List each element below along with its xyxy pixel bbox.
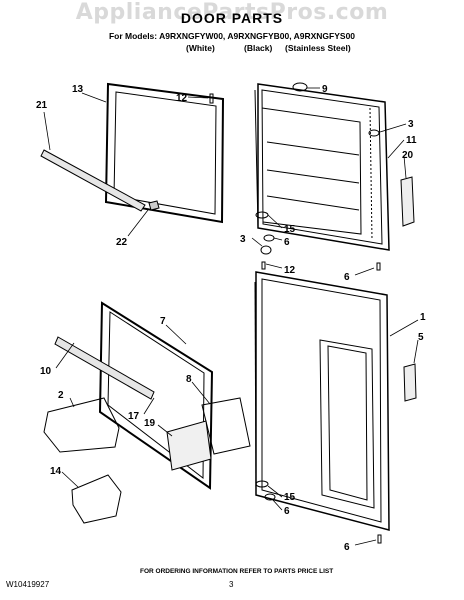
door-bin bbox=[43, 397, 120, 453]
callout-3: 3 bbox=[408, 119, 414, 130]
dairy-door bbox=[166, 420, 212, 471]
footer-note: FOR ORDERING INFORMATION REFER TO PARTS … bbox=[140, 568, 334, 575]
callout-14: 14 bbox=[50, 466, 62, 477]
callout-20: 20 bbox=[402, 150, 414, 161]
callout-1: 1 bbox=[420, 312, 426, 323]
screw-part bbox=[209, 93, 214, 104]
freezer-door-panel bbox=[254, 83, 390, 251]
upper-door-handle bbox=[400, 176, 415, 227]
variant-stainless: (Stainless Steel) bbox=[285, 43, 351, 53]
callout-7: 7 bbox=[160, 316, 166, 327]
callout-19: 19 bbox=[144, 418, 156, 429]
hinge-cap bbox=[368, 129, 380, 137]
callout-6-lower: 6 bbox=[284, 506, 290, 517]
variant-white: (White) bbox=[186, 43, 215, 53]
clip-part bbox=[148, 200, 160, 211]
callout-11: 11 bbox=[406, 135, 417, 146]
freezer-door-strip bbox=[40, 149, 146, 212]
callout-6-bottom: 6 bbox=[344, 542, 350, 553]
callout-5: 5 bbox=[418, 332, 424, 343]
callout-22: 22 bbox=[116, 237, 128, 248]
callout-6-hinge: 6 bbox=[344, 272, 350, 283]
freezer-gasket bbox=[104, 82, 225, 224]
callout-12: 12 bbox=[176, 93, 188, 104]
callout-6: 6 bbox=[284, 237, 290, 248]
fresh-food-door-panel bbox=[254, 271, 390, 531]
callout-3-lower: 3 bbox=[240, 234, 246, 245]
callout-17: 17 bbox=[128, 411, 140, 422]
callout-8: 8 bbox=[186, 374, 192, 385]
callout-12-lower: 12 bbox=[284, 265, 296, 276]
callout-2: 2 bbox=[58, 390, 64, 401]
dairy-compartment bbox=[201, 397, 251, 455]
callout-13: 13 bbox=[72, 84, 84, 95]
door-stop bbox=[292, 82, 308, 92]
watermark: AppliancePartsPros.com bbox=[75, 0, 389, 25]
document-number: W10419927 bbox=[6, 580, 50, 589]
callout-15-lower: 15 bbox=[284, 492, 296, 503]
callout-21: 21 bbox=[36, 100, 48, 111]
callout-10: 10 bbox=[40, 366, 52, 377]
page-number: 3 bbox=[229, 580, 234, 589]
variant-black: (Black) bbox=[244, 43, 273, 53]
fresh-food-strip bbox=[54, 336, 155, 400]
page-title: DOOR PARTS bbox=[180, 10, 284, 26]
models-line: For Models: A9RXNGFYW00, A9RXNGFYB00, A9… bbox=[108, 31, 356, 41]
lower-door-handle bbox=[403, 363, 417, 402]
callout-9: 9 bbox=[322, 84, 328, 95]
callout-15: 15 bbox=[284, 224, 296, 235]
door-bin-small bbox=[71, 474, 122, 524]
